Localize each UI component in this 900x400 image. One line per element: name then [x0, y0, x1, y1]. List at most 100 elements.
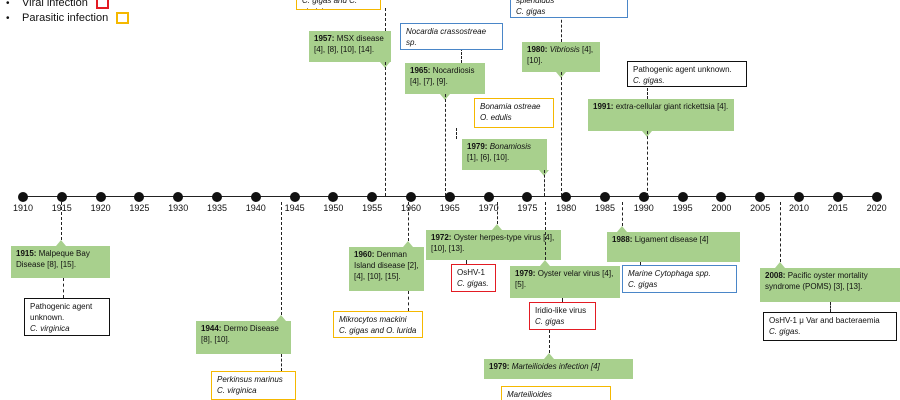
year-label: 1955: [362, 203, 383, 213]
event-name: Vibriosis: [547, 45, 580, 54]
bullet-icon: •: [6, 0, 10, 9]
pathogen-box: Marteilioides chungmuensis: [501, 386, 611, 400]
year-label: 1985: [594, 203, 616, 213]
host-species: C. gigas: [535, 317, 565, 326]
pathogen-agent: Pathogenic agent unknown.: [30, 302, 93, 322]
host-species: C. gigas and C. virginica: [302, 0, 358, 9]
event-name: Ligament disease: [632, 235, 698, 244]
event-year: 1965:: [410, 66, 431, 75]
event-year: 1980:: [527, 45, 548, 54]
event-box: 1965: Nocardiosis [4], [7], [9].: [405, 63, 485, 94]
event-name: Oyster velar virus: [535, 269, 600, 278]
year-dot: [522, 192, 533, 202]
event-references: [2], [4], [10], [15].: [354, 261, 419, 281]
year-label: 1940: [245, 203, 266, 213]
year-label: 1930: [168, 203, 189, 213]
connector-line: [61, 202, 62, 240]
connector-line: [408, 291, 409, 311]
year-dot: [367, 192, 378, 202]
event-name: MSX disease: [334, 34, 384, 43]
connector-line: [561, 15, 562, 42]
event-references: [4], [10], [13].: [431, 233, 555, 253]
event-references: [4], [8], [10], [14].: [314, 45, 375, 54]
host-species: C. gigas: [516, 7, 546, 16]
event-references: [4].: [717, 102, 729, 111]
year-label: 1920: [90, 203, 111, 213]
event-name: Marteilioides infection [4]: [509, 362, 600, 371]
year-label: 2005: [750, 203, 771, 213]
event-box: 1979: Marteilioides infection [4]: [484, 359, 633, 379]
event-pointer: [276, 315, 286, 321]
year-label: 2020: [866, 203, 887, 213]
connector-line: [562, 298, 563, 302]
year-dot: [755, 192, 766, 202]
pathogen-box: Pathogenic agent unknown.C. gigas.: [627, 61, 747, 87]
event-year: 1957:: [314, 34, 335, 43]
connector-line: [445, 94, 446, 196]
event-box: 1972: Oyster herpes-type virus [4], [10]…: [426, 230, 561, 260]
connector-line: [647, 131, 648, 196]
connector-line: [549, 330, 550, 353]
legend-label: Parasitic infection: [22, 12, 109, 24]
host-species: C. virginica: [30, 324, 70, 333]
year-label: 1980: [556, 203, 577, 213]
year-dot: [328, 192, 339, 202]
pathogen-agent: OsHV-1: [457, 268, 486, 277]
event-year: 1991:: [593, 102, 614, 111]
connector-line: [647, 84, 648, 99]
event-box: 1991: extra-cellular giant rickettsia [4…: [588, 99, 734, 131]
event-pointer: [540, 260, 550, 266]
year-label: 1910: [12, 203, 34, 213]
year-dot: [444, 192, 455, 202]
event-pointer: [56, 240, 66, 246]
year-dot: [250, 192, 261, 202]
year-dot: [638, 192, 649, 202]
connector-line: [545, 202, 546, 260]
pathogen-agent: Perkinsus marinus: [217, 375, 283, 384]
pathogen-agent: Iridio-like virus: [535, 306, 587, 315]
event-box: 2008: Pacific oyster mortality syndrome …: [760, 268, 900, 302]
legend-label: Viral infection: [22, 0, 88, 9]
year-dot: [134, 192, 145, 202]
year-dot: [561, 192, 572, 202]
pathogen-box: C. gigas and C. virginica: [296, 0, 381, 10]
pathogen-agent: Bonamia ostreae: [480, 102, 541, 111]
legend-item: • Parasitic infection: [6, 12, 130, 24]
legend-item: • Viral infection: [6, 0, 109, 9]
connector-line: [385, 8, 386, 31]
event-year: 1979:: [467, 142, 488, 151]
event-references: [4]: [699, 235, 709, 244]
year-label: 2000: [711, 203, 732, 213]
event-name: Oyster herpes-type virus: [451, 233, 541, 242]
connector-line: [281, 354, 282, 371]
year-label: 1970: [478, 203, 499, 213]
event-box: 1980: Vibriosis [4], [10].: [522, 42, 600, 72]
event-references: [8], [10].: [201, 335, 230, 344]
bullet-icon: •: [6, 12, 10, 24]
year-label: 1975: [517, 203, 538, 213]
event-year: 1960:: [354, 250, 375, 259]
event-box: 1944: Dermo Disease [8], [10].: [196, 321, 291, 354]
connector-line: [622, 202, 623, 226]
pathogen-agent: Nocardia crassostreae sp.: [406, 27, 487, 47]
event-year: 2008:: [765, 271, 786, 280]
connector-line: [408, 202, 409, 241]
event-box: 1957: MSX disease [4], [8], [10], [14].: [309, 31, 391, 62]
pathogen-agent: Marteilioides chungmuensis: [507, 390, 552, 399]
event-box: 1979: Oyster velar virus [4], [5].: [510, 266, 620, 298]
event-name: Pacific oyster mortality syndrome (POMS): [765, 271, 868, 291]
year-dot: [406, 192, 416, 202]
year-dot: [212, 192, 222, 202]
event-year: 1944:: [201, 324, 222, 333]
host-species: C. gigas and O. lurida: [339, 326, 417, 335]
event-references: [4], [5].: [515, 269, 614, 289]
pathogen-box: Marine Cytophaga spp.C. gigas: [622, 265, 737, 293]
event-name: Nocardiosis: [430, 66, 475, 75]
connector-line: [561, 72, 562, 196]
event-name: Malpeque Bay Disease: [16, 249, 90, 269]
connector-line: [640, 262, 641, 265]
connector-line: [461, 48, 462, 63]
